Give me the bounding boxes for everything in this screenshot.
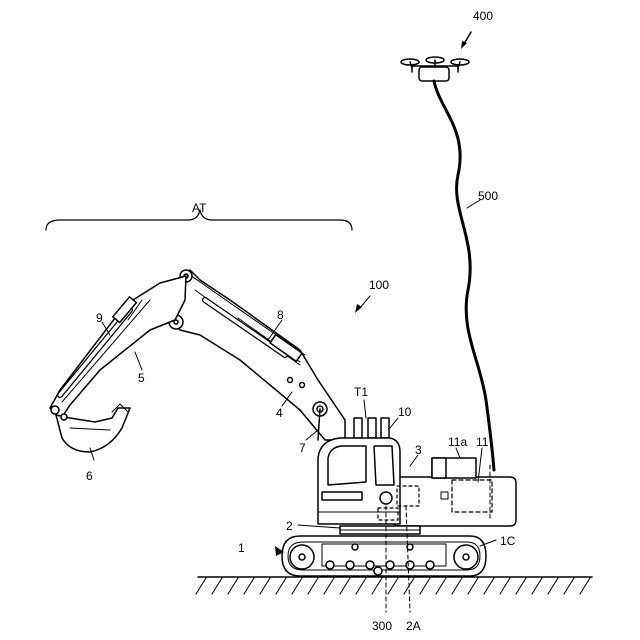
tether-cable [434, 81, 494, 470]
label-cable: 500 [478, 189, 498, 203]
label-upper-body: 3 [415, 443, 422, 457]
label-track-frame: 1C [500, 534, 516, 548]
label-slewing: 2 [286, 519, 293, 533]
ground-hatching [196, 578, 590, 594]
label-arm: 5 [138, 371, 145, 385]
label-axis: 2A [406, 619, 421, 633]
label-boom-cylinder: 8 [277, 308, 284, 322]
label-cab: 10 [398, 405, 412, 419]
drone [401, 57, 469, 81]
label-lower-body: 1 [238, 541, 245, 555]
label-machine: 100 [369, 278, 389, 292]
label-drone: 400 [473, 9, 493, 23]
label-boom: 4 [276, 406, 283, 420]
label-pin: 7 [299, 441, 306, 455]
drone-pointer-arrow [464, 32, 471, 44]
label-box-11a: 11a [448, 435, 467, 449]
label-arm-cylinder: 9 [96, 311, 103, 325]
machine-leader [360, 296, 370, 308]
arm [50, 276, 186, 420]
label-antenna: T1 [354, 385, 368, 399]
label-bucket: 6 [86, 469, 93, 483]
label-controller: 300 [372, 619, 392, 633]
label-box-11: 11 [476, 435, 489, 449]
bucket [56, 408, 130, 452]
upper-body [395, 477, 516, 526]
label-attachment: AT [192, 201, 207, 215]
